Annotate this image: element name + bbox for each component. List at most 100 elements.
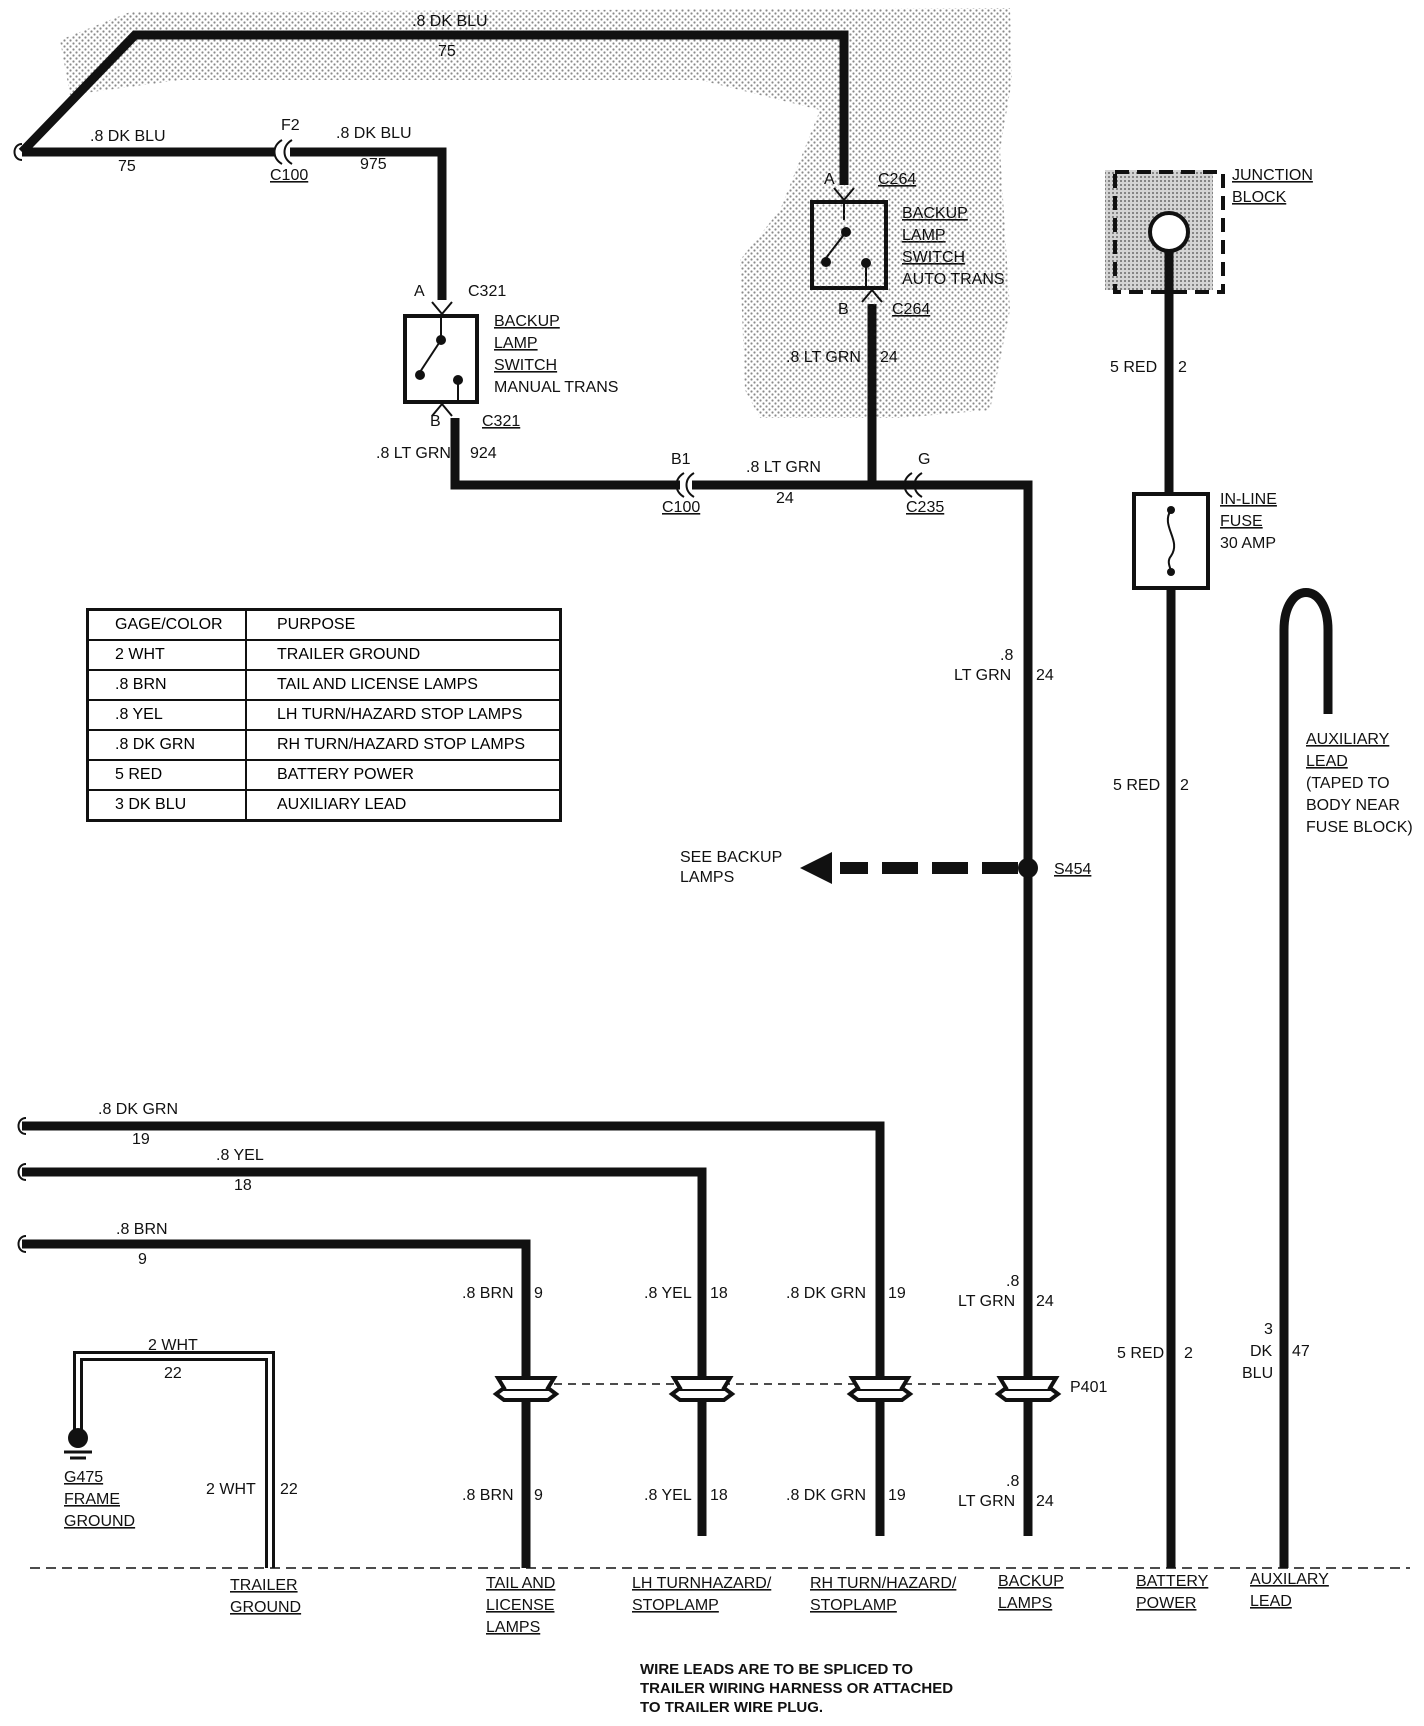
fuse-element [1166,509,1176,573]
label-dkgrn-circuit: 19 [132,1131,150,1148]
label-out-backup-2: LAMPS [998,1595,1052,1612]
splice-note: WIRE LEADS ARE TO BE SPLICED TO TRAILER … [640,1661,954,1716]
wire-wht-22 [73,1351,275,1568]
p401-plug-brn [492,1376,560,1402]
label-out-battery-1: BATTERY [1136,1573,1209,1590]
label-c321-bottom: C321 [482,413,520,430]
label-brn-circuit-2: 9 [534,1285,543,1302]
label-auto-circuit: 24 [880,349,898,366]
label-dkgrn-gauge: .8 DK GRN [98,1101,178,1118]
label-auto-switch-3: SWITCH [902,249,965,266]
legend-header-gage: GAGE/COLOR [86,608,247,641]
legend-row: .8 BRN TAIL AND LICENSE LAMPS [86,669,562,701]
label-yel-circuit-3: 18 [710,1487,728,1504]
label-red-circuit-3: 2 [1184,1345,1193,1362]
label-pin-b-manual: B [430,413,441,430]
legend-gage-cell: 5 RED [86,759,247,791]
label-dkgrn-gauge-2: .8 DK GRN [786,1285,866,1302]
legend-purpose-cell: TRAILER GROUND [245,639,562,671]
label-manual-switch-1: BACKUP [494,313,560,330]
left-end-curl [13,143,23,161]
label-right-gauge-1a: .8 [1000,647,1013,664]
wire-lt-grn-24-right [920,480,1033,1536]
legend-purpose-cell: TAIL AND LICENSE LAMPS [245,669,562,701]
p401-plug-yel [668,1376,736,1402]
label-right-circuit-1: 24 [1036,667,1054,684]
label-brn-circuit: 9 [138,1251,147,1268]
label-out-battery-2: POWER [1136,1595,1196,1612]
connector-c100-f2 [273,139,293,165]
junction-block [1113,170,1225,294]
backup-lamp-switch-auto [810,187,888,303]
label-mid-circuit: 24 [776,490,794,507]
legend-purpose-cell: AUXILIARY LEAD [245,789,562,822]
connector-c235 [903,472,923,498]
label-red-gauge-2: 5 RED [1113,777,1160,794]
label-brn-circuit-3: 9 [534,1487,543,1504]
label-red-gauge-1: 5 RED [1110,359,1157,376]
label-s454: S454 [1054,861,1091,878]
label-out-rh-2: STOPLAMP [810,1597,897,1614]
label-yel-gauge-3: .8 YEL [644,1487,692,1504]
label-out-tail-3: LAMPS [486,1619,540,1636]
label-pin-a-manual: A [414,283,425,300]
label-right-gauge-2b: LT GRN [958,1293,1015,1310]
wire-dk-blu-75-top [18,30,849,185]
label-out-lh-2: STOPLAMP [632,1597,719,1614]
label-dkgrn-circuit-3: 19 [888,1487,906,1504]
label-right-gauge-1b: LT GRN [954,667,1011,684]
label-yel-gauge-2: .8 YEL [644,1285,692,1302]
curl-yel [17,1163,27,1181]
legend-row: 5 RED BATTERY POWER [86,759,562,791]
label-out-trailer-1: TRAILER [230,1577,298,1594]
legend-gage-cell: .8 DK GRN [86,729,247,761]
connector-c100-b1 [675,472,695,498]
label-brn-gauge-2: .8 BRN [462,1285,514,1302]
label-out-trailer-2: GROUND [230,1599,301,1616]
label-fuse-1: IN-LINE [1220,491,1277,508]
label-aux-1: AUXILIARY [1306,731,1390,748]
label-975-circuit: 975 [360,156,387,173]
label-left-blue-gauge: .8 DK BLU [90,128,166,145]
label-c264-top: C264 [878,171,916,188]
label-manual-switch-4: MANUAL TRANS [494,379,618,396]
label-see-backup-1: SEE BACKUP [680,849,782,866]
label-yel-circuit-2: 18 [710,1285,728,1302]
legend-gage-cell: .8 BRN [86,669,247,701]
label-fuse-2: FUSE [1220,513,1263,530]
label-right-circuit-2: 24 [1036,1293,1054,1310]
label-c264-bottom: C264 [892,301,930,318]
label-out-lh-1: LH TURNHAZARD/ [632,1575,772,1592]
label-top-blue-gauge: .8 DK BLU [412,13,488,30]
label-out-rh-1: RH TURN/HAZARD/ [810,1575,957,1592]
curl-brn [17,1235,27,1253]
label-auto-switch-2: LAMP [902,227,946,244]
label-dkgrn-gauge-3: .8 DK GRN [786,1487,866,1504]
label-b1: B1 [671,451,691,468]
label-auto-switch-1: BACKUP [902,205,968,222]
label-red-gauge-3: 5 RED [1117,1345,1164,1362]
label-pin-b-auto: B [838,301,849,318]
see-backup-arrowhead [800,852,832,884]
label-manual-switch-2: LAMP [494,335,538,352]
label-brn-gauge: .8 BRN [116,1221,168,1238]
label-aux-gauge-c: BLU [1242,1365,1273,1382]
label-red-circuit-1: 2 [1178,359,1187,376]
ground-g475-symbol [68,1428,88,1448]
legend-gage-cell: .8 YEL [86,699,247,731]
label-aux-circuit: 47 [1292,1343,1310,1360]
label-aux-5: FUSE BLOCK) [1306,819,1413,836]
p401-plug-ltgrn [994,1376,1062,1402]
wire-lt-grn-924 [450,418,680,490]
label-p401: P401 [1070,1379,1107,1396]
label-right-gauge-3a: .8 [1006,1473,1019,1490]
label-wht-circuit-2: 22 [280,1481,298,1498]
label-auto-gauge: .8 LT GRN [786,349,861,366]
label-right-gauge-2a: .8 [1006,1273,1019,1290]
label-aux-gauge-a: 3 [1264,1321,1273,1338]
label-ground-3: GROUND [64,1513,135,1530]
legend-purpose-cell: BATTERY POWER [245,759,562,791]
backup-lamp-switch-manual [403,301,479,417]
legend-gage-cell: 3 DK BLU [86,789,247,822]
